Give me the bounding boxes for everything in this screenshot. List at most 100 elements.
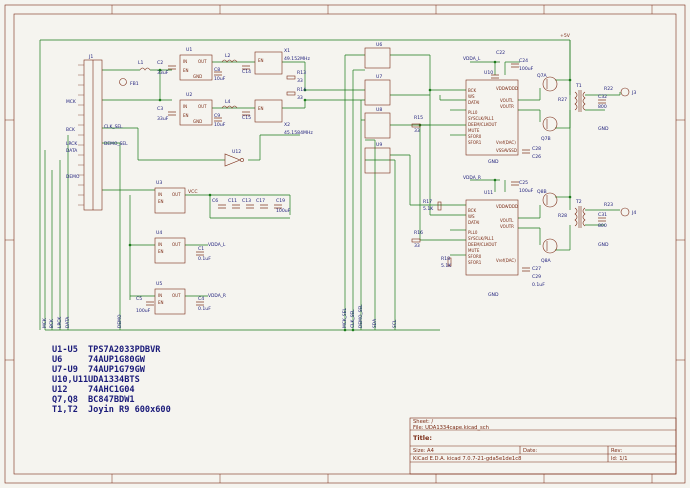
l2-ref: L2 [225,53,231,59]
transformer-t1 [574,90,586,112]
u10-voutl-pin: VOUTL [500,98,514,103]
c29-ref: C29 [532,274,541,280]
c2-ref: C2 [157,60,163,66]
c29-value: 0.1uF [532,282,545,288]
u10-sfor1-pin: SFOR1 [468,140,482,145]
tb-size: Size: A4 [413,448,435,454]
r15-ref: R15 [414,115,423,121]
bom-ref-4: U10,U11 [52,375,88,385]
j1-ref: J1 [88,54,93,60]
tb-file: File: UDA1334cape.kicad_sch [413,425,489,431]
t1-gnd: GND [598,126,609,132]
logic-u7 [364,79,391,106]
tb-title-label: Title: [413,434,432,442]
transformer-t2 [574,206,586,228]
c3-value: 33uF [157,116,169,122]
r27-ref: R27 [558,97,567,103]
oscillator-x1 [254,51,283,75]
bus-net-labels: MCK BCK LRCK DATA DEMO CLK_SEL DEMO_SEL [66,99,128,180]
c28-ref: C28 [532,146,541,152]
net-lrck: LRCK [57,317,63,328]
title-block-text: Sheet: / File: UDA1334cape.kicad_sch Tit… [413,419,628,462]
bus-label-demo-sel: DEMO_SEL [104,141,128,147]
transistor-q8b [542,192,558,208]
q7b-ref: Q7B [541,136,551,142]
r22-ref: R22 [604,86,613,92]
bom-ref-2: U6 [52,355,62,365]
net-demo: DEMO [117,314,123,328]
q8b-ref: Q8B [537,189,547,195]
resistor-r15 [411,123,421,128]
u10-vssa-pin: VSSA [496,148,507,153]
tb-kicad: KiCad E.D.A. kicad 7.0.7-21-gda5e1de1c8 [413,456,521,462]
bottom-net-labels: MCK BCK LRCK DATA DEMO MCK_SEL CLK_SEL D… [42,304,398,328]
u10-voutr-pin: VOUTR [500,104,514,109]
bom-ref-5: U12 [52,385,68,395]
c5-value: 100uF [136,308,151,314]
u4-vdda-l-net: VDDA_L [208,242,226,248]
c25-value: 100uF [519,188,534,194]
transistor-q8a [542,238,558,254]
u3-ref: U3 [156,180,162,186]
u5-en-pin: EN [158,300,164,305]
u10-vssd-pin: VSSD [506,148,517,153]
u10-vref-pin: Vref(DAC) [496,140,516,145]
c13-ref: C13 [242,198,251,204]
r18-value: 5.1K [441,263,452,269]
resistor-r14 [286,91,296,96]
u5-in-pin: IN [158,293,162,298]
u6-ref: U6 [376,42,382,48]
u2-en-pin: EN [183,113,189,118]
t2-gnd: GND [598,242,609,248]
sheet-frame [4,4,686,484]
net-data: DATA [65,317,71,328]
c22-ref: C22 [496,50,505,56]
r23-ref: R23 [604,202,613,208]
u4-en-pin: EN [158,249,164,254]
resistor-r16 [411,238,421,243]
u11-ref: U11 [484,190,493,196]
x2-en-pin: EN [258,106,264,111]
r16-value: 33 [414,243,420,249]
u1-gnd-pin: GND [193,74,202,79]
jack-j3 [620,87,630,97]
u10-deem-pin: DEEM/CLKOUT [468,122,497,127]
net-sda: SDA [372,319,378,328]
inductor-l4 [221,105,238,109]
net-clk-sel: CLK_SEL [350,309,356,328]
bus-label-bck: BCK [66,127,75,133]
x1-en-pin: EN [258,58,264,63]
transistor-q7a [542,76,558,92]
r13-ref: R13 [297,70,306,76]
vdda-r-net: VDDA_R [463,175,481,181]
resistor-r13 [286,75,296,80]
r17-ref: R17 [423,199,432,205]
bus-label-lrck: LRCK [66,141,77,147]
r18-ref: R18 [441,256,450,262]
u10-mute-pin: MUTE [468,128,480,133]
inductor-l1 [119,67,151,86]
r28-ref: R28 [558,213,567,219]
bom-ref-6: Q7,Q8 [52,395,78,405]
c15-ref: C15 [242,115,251,121]
c4-ref: C4 [198,296,204,302]
u1-ref: U1 [186,47,192,53]
c25-ref: C25 [519,180,528,186]
j4-ref: J4 [631,210,636,216]
u10-gnd-label: GND [488,159,499,165]
u11-voutl-pin: VOUTL [500,218,514,223]
c4-value: 0.1uF [198,306,211,312]
t1-ref: T1 [575,83,582,89]
c26-ref: C26 [532,154,541,160]
u10-pll0-pin: PLL0 [468,110,478,115]
title-block [409,417,677,475]
bom-ref-7: T1,T2 [52,405,78,415]
u11-sfor1-pin: SFOR1 [468,260,482,265]
logic-u6 [364,47,391,69]
c5-ref: C5 [136,296,142,302]
net-demo-sel: DEMO_SEL [358,304,364,328]
c8-ref: C8 [214,67,220,73]
u11-bck-pin: BCK [468,208,476,213]
jack-j4 [620,207,630,217]
